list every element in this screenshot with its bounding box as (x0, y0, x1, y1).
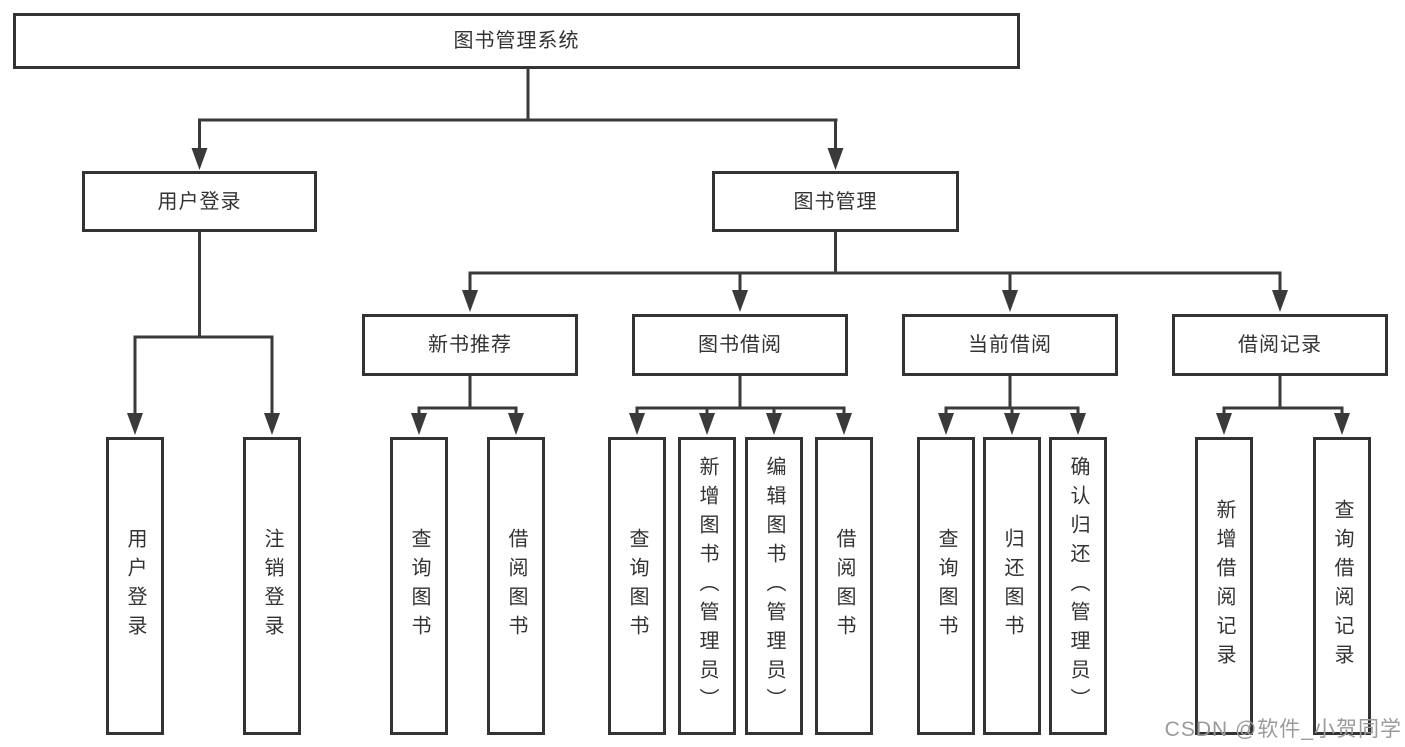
leaf-current-return-books: 归还图书 (983, 437, 1041, 735)
node-user-login: 用户登录 (82, 171, 317, 232)
arrow-down-icon (766, 413, 782, 435)
node-current-borrowing-label: 当前借阅 (968, 334, 1052, 356)
node-library-system-label: 图书管理系统 (453, 30, 580, 52)
leaf-current-query-books-label: 查询图书 (935, 528, 957, 644)
leaf-borrow-query-books-label: 查询图书 (626, 528, 648, 644)
arrow-down-icon (191, 148, 208, 170)
arrow-down-icon (1004, 413, 1020, 435)
arrow-down-icon (411, 413, 427, 435)
leaf-logout-login: 注销登录 (243, 437, 301, 735)
leaf-borrow-query-books: 查询图书 (608, 437, 666, 735)
arrow-down-icon (127, 413, 143, 435)
leaf-records-query-record-label: 查询借阅记录 (1331, 499, 1353, 673)
node-new-book-recommend-label: 新书推荐 (428, 334, 512, 356)
leaf-user-login-label: 用户登录 (124, 528, 146, 644)
node-book-management: 图书管理 (712, 171, 959, 232)
connector-borrowing-records-to-leaves (1216, 376, 1350, 435)
node-current-borrowing: 当前借阅 (902, 314, 1118, 376)
leaf-current-return-books-label: 归还图书 (1001, 528, 1023, 644)
node-book-borrowing-label: 图书借阅 (698, 334, 782, 356)
leaf-borrow-add-books-admin-label: 新增图书（管理员） (696, 455, 718, 717)
watermark: CSDN @软件_小贺同学 (1164, 718, 1402, 741)
leaf-newbook-query-books: 查询图书 (390, 437, 448, 735)
leaf-records-query-record: 查询借阅记录 (1313, 437, 1371, 735)
leaf-current-confirm-return-admin: 确认归还（管理员） (1049, 437, 1107, 735)
connector-book-borrowing-to-leaves (629, 376, 852, 435)
leaf-borrow-borrow-books: 借阅图书 (815, 437, 873, 735)
leaf-records-add-record: 新增借阅记录 (1195, 437, 1253, 735)
leaf-records-add-record-label: 新增借阅记录 (1213, 499, 1235, 673)
leaf-logout-login-label: 注销登录 (261, 528, 283, 644)
leaf-borrow-add-books-admin: 新增图书（管理员） (678, 437, 736, 735)
node-user-login-label: 用户登录 (157, 190, 242, 213)
arrow-down-icon (938, 413, 954, 435)
leaf-borrow-edit-books-admin-label: 编辑图书（管理员） (763, 455, 785, 717)
arrow-down-icon (1334, 413, 1350, 435)
node-library-system: 图书管理系统 (13, 13, 1020, 69)
node-book-management-label: 图书管理 (793, 190, 878, 213)
connector-new-book-to-leaves (411, 376, 524, 435)
leaf-newbook-borrow-books-label: 借阅图书 (505, 528, 527, 644)
arrow-down-icon (1272, 290, 1288, 312)
leaf-user-login: 用户登录 (106, 437, 164, 735)
leaf-borrow-borrow-books-label: 借阅图书 (833, 528, 855, 644)
connector-current-borrowing-to-leaves (938, 376, 1086, 435)
arrow-down-icon (827, 148, 844, 170)
node-borrowing-records-label: 借阅记录 (1238, 334, 1322, 356)
connector-root-to-level2 (191, 68, 844, 170)
arrow-down-icon (699, 413, 715, 435)
arrow-down-icon (508, 413, 524, 435)
leaf-borrow-edit-books-admin: 编辑图书（管理员） (745, 437, 803, 735)
arrow-down-icon (1002, 290, 1018, 312)
leaf-current-query-books: 查询图书 (917, 437, 975, 735)
arrow-down-icon (732, 290, 748, 312)
arrow-down-icon (836, 413, 852, 435)
arrow-down-icon (629, 413, 645, 435)
node-book-borrowing: 图书借阅 (632, 314, 848, 376)
leaf-newbook-borrow-books: 借阅图书 (487, 437, 545, 735)
connector-user-login-to-leaves (127, 232, 280, 435)
node-new-book-recommend: 新书推荐 (362, 314, 578, 376)
arrow-down-icon (462, 290, 478, 312)
arrow-down-icon (1216, 413, 1232, 435)
node-borrowing-records: 借阅记录 (1172, 314, 1388, 376)
arrow-down-icon (264, 413, 280, 435)
connector-book-management-to-level3 (462, 232, 1288, 312)
arrow-down-icon (1070, 413, 1086, 435)
leaf-newbook-query-books-label: 查询图书 (408, 528, 430, 644)
leaf-current-confirm-return-admin-label: 确认归还（管理员） (1067, 455, 1089, 717)
